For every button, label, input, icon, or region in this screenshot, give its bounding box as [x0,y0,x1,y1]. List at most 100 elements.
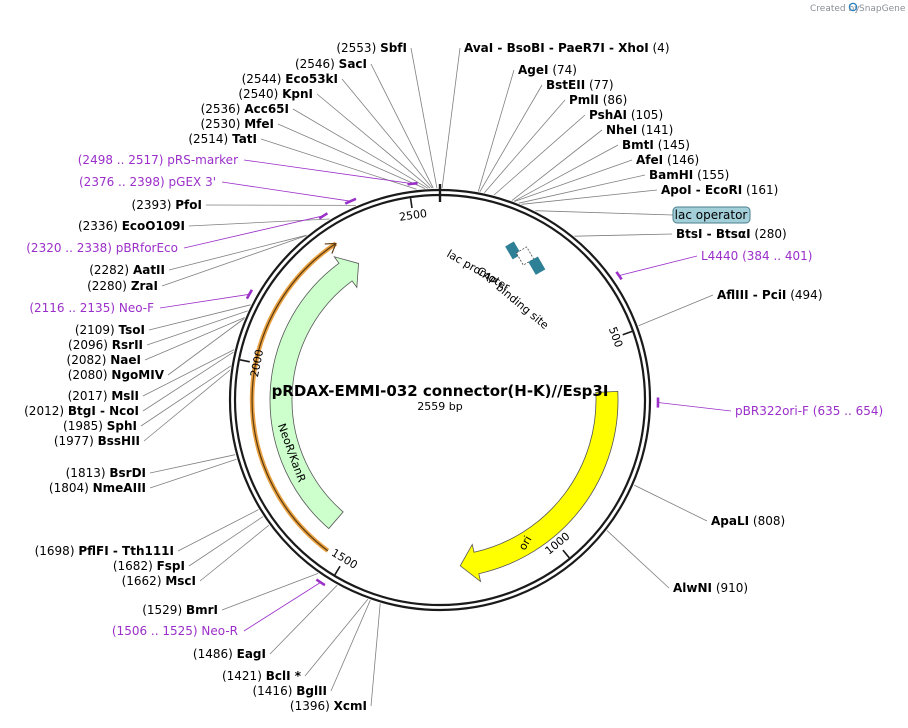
enzyme-btsi-bts-i[interactable]: BtsI - BtsαI (280) [676,227,787,241]
enzyme-label[interactable]: (2540) KpnI [238,87,313,101]
enzyme-pmli[interactable]: PmlI (86) [569,93,627,107]
primer-label[interactable]: (2498 .. 2517) pRS-marker [78,153,238,167]
enzyme-label[interactable]: ApoI - EcoRI (161) [661,183,778,197]
enzyme-avai-bsobi-paer7i-xhoi[interactable]: AvaI - BsoBI - PaeR7I - XhoI (4) [464,41,670,55]
enzyme-label[interactable]: (2096) RsrII [68,338,143,352]
enzyme-sphi[interactable]: (1985) SphI [63,419,137,433]
enzyme-nmeaiii[interactable]: (1804) NmeAIII [49,481,146,495]
primer-label[interactable]: (2376 .. 2398) pGEX 3' [79,175,216,189]
enzyme-ngomiv[interactable]: (2080) NgoMIV [68,368,165,382]
enzyme-label[interactable]: BmtI (145) [622,138,690,152]
enzyme-label[interactable]: (2280) ZraI [87,279,158,293]
enzyme-label[interactable]: (1396) XcmI [290,699,367,713]
enzyme-label[interactable]: (2393) PfoI [132,198,202,212]
enzyme-afei[interactable]: AfeI (146) [636,153,699,167]
enzyme-label[interactable]: (1662) MscI [122,574,196,588]
enzyme-bsteii[interactable]: BstEII (77) [546,78,614,92]
primer-label[interactable]: (1506 .. 1525) Neo-R [112,624,238,638]
enzyme-label[interactable]: (1804) NmeAIII [49,481,146,495]
primer-pbrforeco[interactable]: (2320 .. 2338) pBRforEco [26,212,329,255]
enzyme-label[interactable]: PshAI (105) [589,108,663,122]
enzyme-nhei[interactable]: NheI (141) [606,123,673,137]
enzyme-btgi-ncoi[interactable]: (2012) BtgI - NcoI [24,404,139,418]
enzyme-tsoi[interactable]: (2109) TsoI [75,323,145,337]
enzyme-bsrdi[interactable]: (1813) BsrDI [66,466,146,480]
enzyme-label[interactable]: BamHI (155) [649,168,729,182]
enzyme-pflfi-tth111i[interactable]: (1698) PflFI - Tth111I [35,544,174,558]
enzyme-eco53ki[interactable]: (2544) Eco53kI [242,72,338,86]
enzyme-eagi[interactable]: (1486) EagI [193,647,266,661]
enzyme-label[interactable]: NheI (141) [606,123,673,137]
enzyme-label[interactable]: PmlI (86) [569,93,627,107]
enzyme-bmti[interactable]: BmtI (145) [622,138,690,152]
enzyme-tati[interactable]: (2514) TatI [188,132,257,146]
enzyme-label[interactable]: (1486) EagI [193,647,266,661]
enzyme-aatii[interactable]: (2282) AatII [89,263,165,277]
primer-l4440[interactable]: L4440 (384 .. 401) [615,249,813,281]
enzyme-rsrii[interactable]: (2096) RsrII [68,338,143,352]
enzyme-pshai[interactable]: PshAI (105) [589,108,663,122]
enzyme-label[interactable]: (2282) AatII [89,263,165,277]
primer-pbr322ori-f[interactable]: pBR322ori-F (635 .. 654) [656,397,883,419]
enzyme-naei[interactable]: (2082) NaeI [67,353,141,367]
enzyme-label[interactable]: (1682) FspI [113,559,185,573]
enzyme-label[interactable]: BstEII (77) [546,78,614,92]
enzyme-bamhi[interactable]: BamHI (155) [649,168,729,182]
primer-label[interactable]: (2320 .. 2338) pBRforEco [26,241,178,255]
enzyme-fspi[interactable]: (1682) FspI [113,559,185,573]
enzyme-acc65i[interactable]: (2536) Acc65I [201,102,289,116]
enzyme-label[interactable]: (2546) SacI [295,57,367,71]
enzyme-label[interactable]: (1985) SphI [63,419,137,433]
lac-operator-badge[interactable]: lac operator [672,206,751,224]
enzyme-apali[interactable]: ApaLI (808) [711,514,785,528]
enzyme-bmri[interactable]: (1529) BmrI [142,603,218,617]
enzyme-label[interactable]: AvaI - BsoBI - PaeR7I - XhoI (4) [464,41,670,55]
enzyme-label[interactable]: ApaLI (808) [711,514,785,528]
enzyme-label[interactable]: (2544) Eco53kI [242,72,338,86]
enzyme-xcmi[interactable]: (1396) XcmI [290,699,367,713]
enzyme-kpni[interactable]: (2540) KpnI [238,87,313,101]
primer-label[interactable]: (2116 .. 2135) Neo-F [29,301,154,315]
primer-neo-r[interactable]: (1506 .. 1525) Neo-R [112,578,326,638]
primer-prs-marker[interactable]: (2498 .. 2517) pRS-marker [78,153,418,186]
enzyme-label[interactable]: AlwNI (910) [673,581,748,595]
enzyme-label[interactable]: AfeI (146) [636,153,699,167]
enzyme-alwni[interactable]: AlwNI (910) [673,581,748,595]
enzyme-label[interactable]: (2530) MfeI [201,117,275,131]
enzyme-msci[interactable]: (1662) MscI [122,574,196,588]
enzyme-label[interactable]: (2553) SbfI [336,41,407,55]
enzyme-bsshii[interactable]: (1977) BssHII [54,434,140,448]
enzyme-bglii[interactable]: (1416) BglII [252,684,327,698]
primer-label[interactable]: pBR322ori-F (635 .. 654) [735,404,883,418]
primer-neo-f[interactable]: (2116 .. 2135) Neo-F [29,289,254,315]
enzyme-bcli[interactable]: (1421) BclI * [222,669,302,683]
enzyme-label[interactable]: (1416) BglII [252,684,327,698]
enzyme-saci[interactable]: (2546) SacI [295,57,367,71]
enzyme-label[interactable]: (2082) NaeI [67,353,141,367]
enzyme-label[interactable]: (2012) BtgI - NcoI [24,404,139,418]
enzyme-label[interactable]: (2336) EcoO109I [78,219,185,233]
enzyme-label[interactable]: (1813) BsrDI [66,466,146,480]
enzyme-zrai[interactable]: (2280) ZraI [87,279,158,293]
enzyme-agei[interactable]: AgeI (74) [518,63,577,77]
enzyme-label[interactable]: AflIII - PciI (494) [717,288,823,302]
enzyme-pfoi[interactable]: (2393) PfoI [132,198,202,212]
enzyme-label[interactable]: BtsI - BtsαI (280) [676,227,787,241]
enzyme-label[interactable]: (2017) MslI [68,389,139,403]
enzyme-label[interactable]: (2109) TsoI [75,323,145,337]
enzyme-label[interactable]: (2080) NgoMIV [68,368,165,382]
enzyme-label[interactable]: (1529) BmrI [142,603,218,617]
enzyme-afliii-pcii[interactable]: AflIII - PciI (494) [717,288,823,302]
primer-pgex-3[interactable]: (2376 .. 2398) pGEX 3' [79,175,357,205]
enzyme-label[interactable]: (2536) Acc65I [201,102,289,116]
enzyme-ecoo109i[interactable]: (2336) EcoO109I [78,219,185,233]
enzyme-apoi-ecori[interactable]: ApoI - EcoRI (161) [661,183,778,197]
primer-label[interactable]: L4440 (384 .. 401) [701,249,813,263]
enzyme-label[interactable]: (2514) TatI [188,132,257,146]
enzyme-label[interactable]: AgeI (74) [518,63,577,77]
enzyme-msli[interactable]: (2017) MslI [68,389,139,403]
enzyme-sbfi[interactable]: (2553) SbfI [336,41,407,55]
enzyme-label[interactable]: (1698) PflFI - Tth111I [35,544,174,558]
enzyme-mfei[interactable]: (2530) MfeI [201,117,275,131]
enzyme-label[interactable]: (1977) BssHII [54,434,140,448]
